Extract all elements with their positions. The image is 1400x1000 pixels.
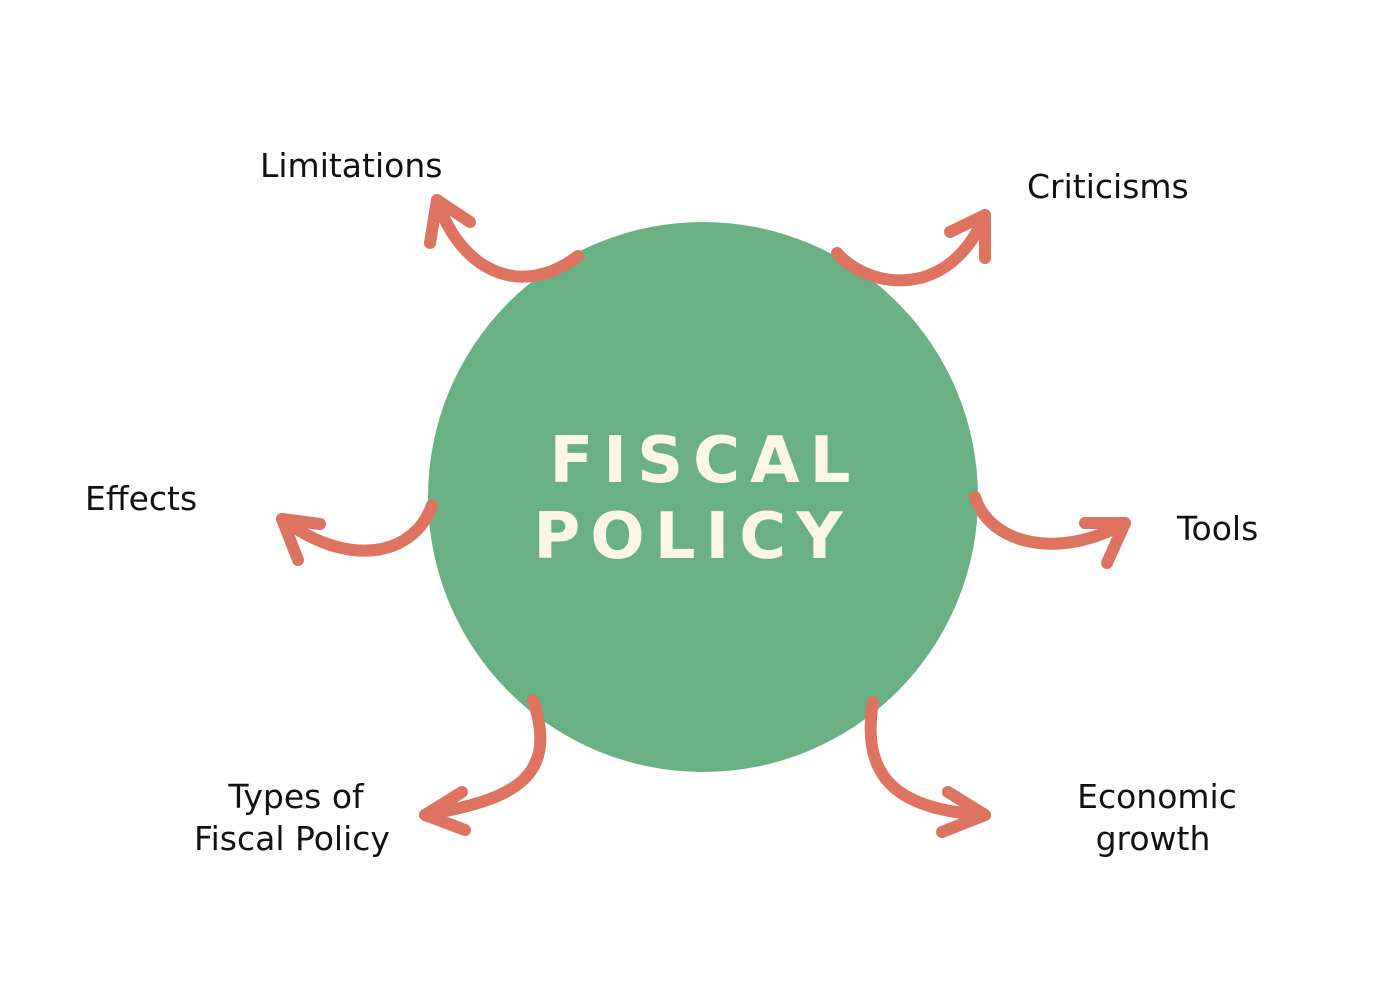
label-limitations: Limitations xyxy=(260,146,442,185)
arrow-tools xyxy=(969,491,1131,569)
label-types-of-fiscal-policy-line-1: Types of xyxy=(227,777,365,816)
label-effects: Effects xyxy=(85,479,197,518)
label-tools: Tools xyxy=(1176,509,1258,548)
label-economic-growth-line-2: growth xyxy=(1096,819,1211,858)
arrow-economic-growth xyxy=(864,696,991,838)
arrow-limitations xyxy=(424,194,584,283)
center-title-line-1: FISCAL xyxy=(550,424,861,498)
arrow-criticisms xyxy=(831,209,991,287)
central-circle xyxy=(428,222,978,772)
label-types-of-fiscal-policy-line-2: Fiscal Policy xyxy=(194,819,390,858)
label-criticisms: Criticisms xyxy=(1027,167,1189,206)
arrow-types-of-fiscal-policy xyxy=(419,694,547,836)
center-title-line-2: POLICY xyxy=(533,500,852,574)
arrow-effects xyxy=(276,499,438,566)
label-economic-growth-line-1: Economic xyxy=(1077,777,1237,816)
